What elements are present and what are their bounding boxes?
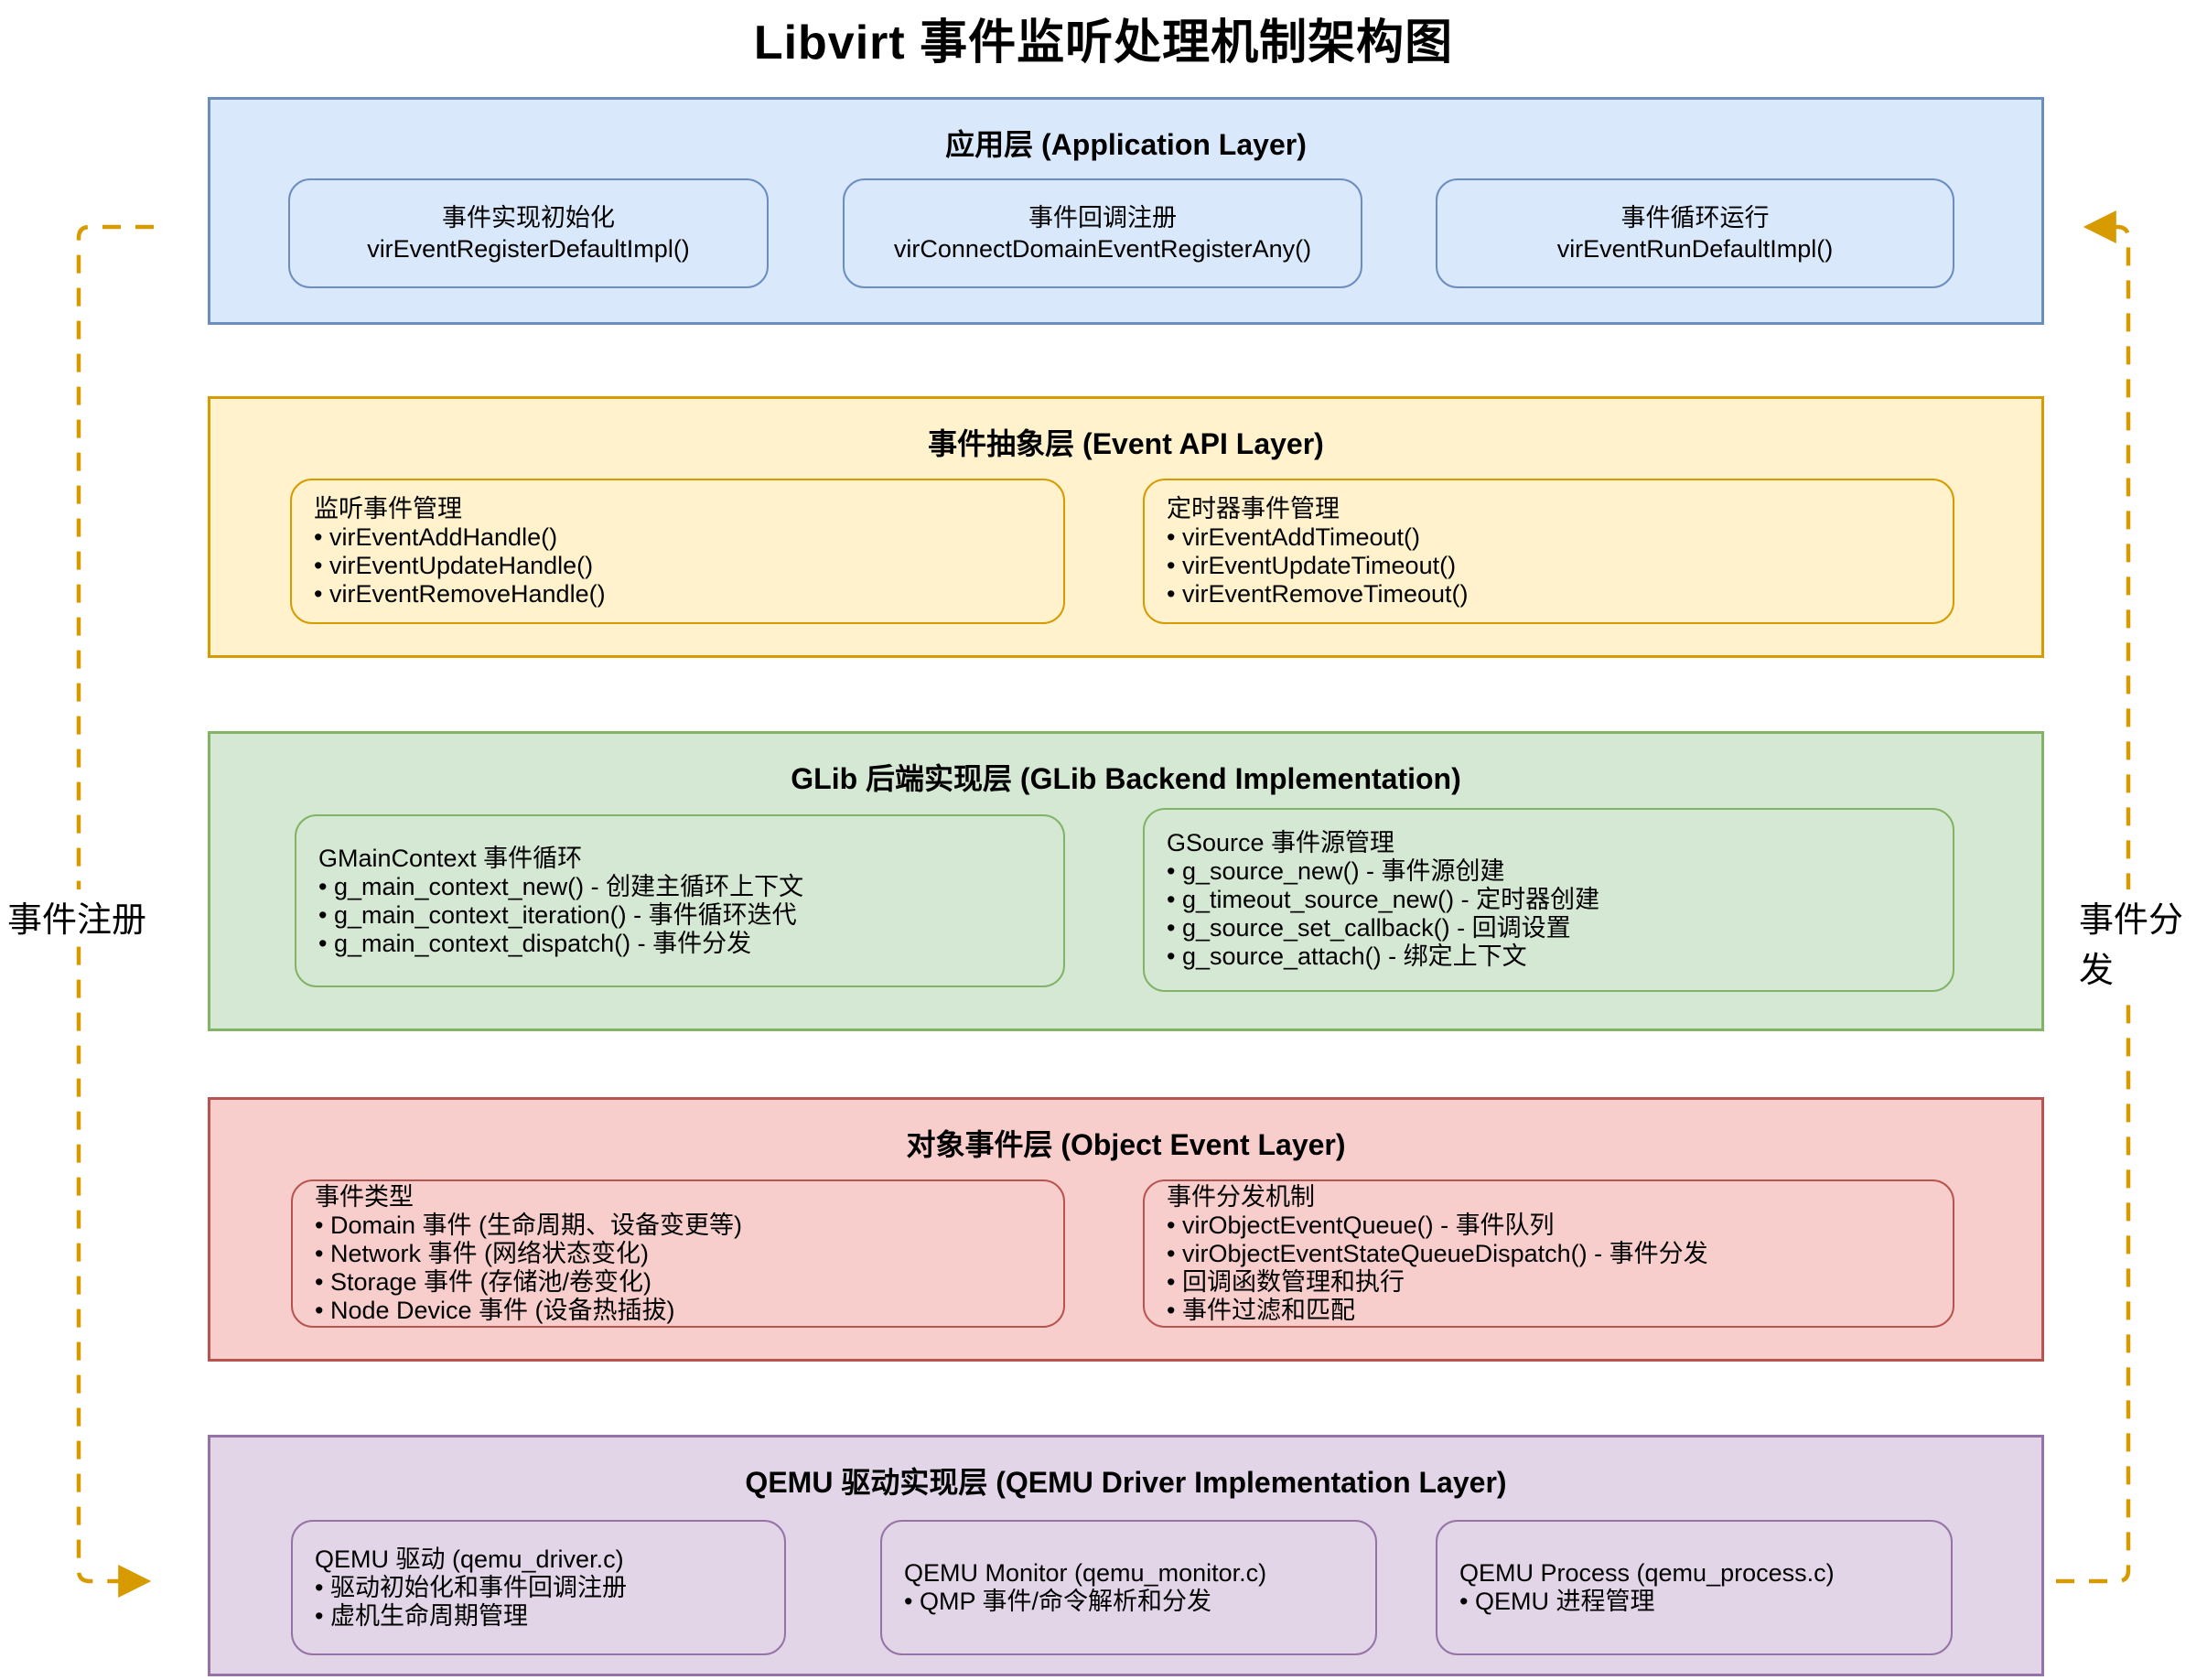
- box-line: GSource 事件源管理: [1167, 829, 1395, 856]
- box-line: • g_main_context_iteration() - 事件循环迭代: [318, 900, 797, 929]
- box-line: • g_source_attach() - 绑定上下文: [1167, 942, 1527, 970]
- page-title: Libvirt 事件监听处理机制架构图: [753, 16, 1454, 70]
- event-register-label: 事件注册: [4, 889, 151, 943]
- box-line: • g_source_set_callback() - 回调设置: [1167, 914, 1571, 942]
- box-line: 事件分发机制: [1167, 1182, 1315, 1211]
- box-line: • virEventRemoveTimeout(): [1167, 579, 1469, 608]
- box-line: virConnectDomainEventRegisterAny(): [893, 235, 1312, 263]
- box-line: 定时器事件管理: [1167, 494, 1340, 522]
- box-line: • g_source_new() - 事件源创建: [1167, 857, 1505, 885]
- box-event-types: 事件类型 • Domain 事件 (生命周期、设备变更等) • Network …: [291, 1179, 1065, 1328]
- box-gmaincontext-loop: GMainContext 事件循环 • g_main_context_new()…: [295, 814, 1065, 987]
- layer-application-title: 应用层 (Application Layer): [945, 128, 1307, 161]
- box-line: • QMP 事件/命令解析和分发: [904, 1588, 1211, 1615]
- box-line: • Storage 事件 (存储池/卷变化): [315, 1267, 652, 1296]
- box-event-impl-init: 事件实现初始化 virEventRegisterDefaultImpl(): [288, 178, 769, 288]
- layer-application: 应用层 (Application Layer) 事件实现初始化 virEvent…: [208, 97, 2044, 325]
- box-line: • virEventAddTimeout(): [1167, 522, 1421, 551]
- box-line: • Domain 事件 (生命周期、设备变更等): [315, 1211, 742, 1239]
- box-line: • 虚机生命周期管理: [315, 1601, 528, 1630]
- box-line: • 事件过滤和匹配: [1167, 1296, 1355, 1324]
- box-line: • QEMU 进程管理: [1459, 1588, 1655, 1615]
- box-line: virEventRegisterDefaultImpl(): [367, 235, 690, 263]
- box-line: virEventRunDefaultImpl(): [1556, 235, 1834, 263]
- box-line: • virObjectEventStateQueueDispatch() - 事…: [1167, 1239, 1708, 1267]
- layer-glib-backend: GLib 后端实现层 (GLib Backend Implementation)…: [208, 731, 2044, 1031]
- box-line: 监听事件管理: [314, 494, 462, 522]
- box-line: QEMU 驱动 (qemu_driver.c): [315, 1545, 624, 1573]
- layer-object-event: 对象事件层 (Object Event Layer) 事件类型 • Domain…: [208, 1097, 2044, 1362]
- layer-glib-backend-title: GLib 后端实现层 (GLib Backend Implementation): [791, 762, 1461, 795]
- layer-event-api: 事件抽象层 (Event API Layer) 监听事件管理 • virEven…: [208, 396, 2044, 658]
- box-qemu-process: QEMU Process (qemu_process.c) • QEMU 进程管…: [1436, 1520, 1953, 1655]
- box-line: • g_main_context_new() - 创建主循环上下文: [318, 872, 804, 900]
- box-line: 事件实现初始化: [442, 204, 615, 232]
- box-line: • g_timeout_source_new() - 定时器创建: [1167, 886, 1600, 913]
- box-line: 事件循环运行: [1620, 204, 1770, 232]
- box-gsource-mgmt: GSource 事件源管理 • g_source_new() - 事件源创建 •…: [1143, 808, 1954, 992]
- box-qemu-monitor: QEMU Monitor (qemu_monitor.c) • QMP 事件/命…: [880, 1520, 1377, 1655]
- box-line: • 回调函数管理和执行: [1167, 1267, 1405, 1296]
- layer-qemu-driver-title: QEMU 驱动实现层 (QEMU Driver Implementation L…: [745, 1466, 1507, 1499]
- box-event-dispatch-mechanism: 事件分发机制 • virObjectEventQueue() - 事件队列 • …: [1143, 1179, 1954, 1328]
- layer-qemu-driver: QEMU 驱动实现层 (QEMU Driver Implementation L…: [208, 1435, 2044, 1676]
- box-line: QEMU Process (qemu_process.c): [1459, 1559, 1835, 1587]
- layer-object-event-title: 对象事件层 (Object Event Layer): [906, 1128, 1346, 1161]
- box-event-callback-register: 事件回调注册 virConnectDomainEventRegisterAny(…: [843, 178, 1362, 288]
- box-line: GMainContext 事件循环: [318, 844, 583, 872]
- layer-event-api-title: 事件抽象层 (Event API Layer): [928, 427, 1324, 460]
- box-line: 事件类型: [315, 1182, 414, 1211]
- box-line: • Network 事件 (网络状态变化): [315, 1239, 649, 1267]
- box-line: • virEventUpdateHandle(): [314, 551, 594, 579]
- event-dispatch-label: 事件分发: [2075, 889, 2207, 994]
- box-qemu-driver: QEMU 驱动 (qemu_driver.c) • 驱动初始化和事件回调注册 •…: [291, 1520, 786, 1655]
- box-line: • virEventUpdateTimeout(): [1167, 551, 1457, 579]
- box-event-loop-run: 事件循环运行 virEventRunDefaultImpl(): [1436, 178, 1954, 288]
- box-timer-event-mgmt: 定时器事件管理 • virEventAddTimeout() • virEven…: [1143, 479, 1954, 624]
- box-line: • g_main_context_dispatch() - 事件分发: [318, 929, 752, 957]
- box-handle-event-mgmt: 监听事件管理 • virEventAddHandle() • virEventU…: [290, 479, 1065, 624]
- box-line: • 驱动初始化和事件回调注册: [315, 1573, 627, 1601]
- box-line: 事件回调注册: [1028, 204, 1177, 232]
- box-line: • virEventRemoveHandle(): [314, 579, 606, 608]
- box-line: • virEventAddHandle(): [314, 522, 558, 551]
- box-line: • Node Device 事件 (设备热插拔): [315, 1296, 675, 1324]
- box-line: QEMU Monitor (qemu_monitor.c): [904, 1559, 1267, 1587]
- box-line: • virObjectEventQueue() - 事件队列: [1167, 1211, 1555, 1239]
